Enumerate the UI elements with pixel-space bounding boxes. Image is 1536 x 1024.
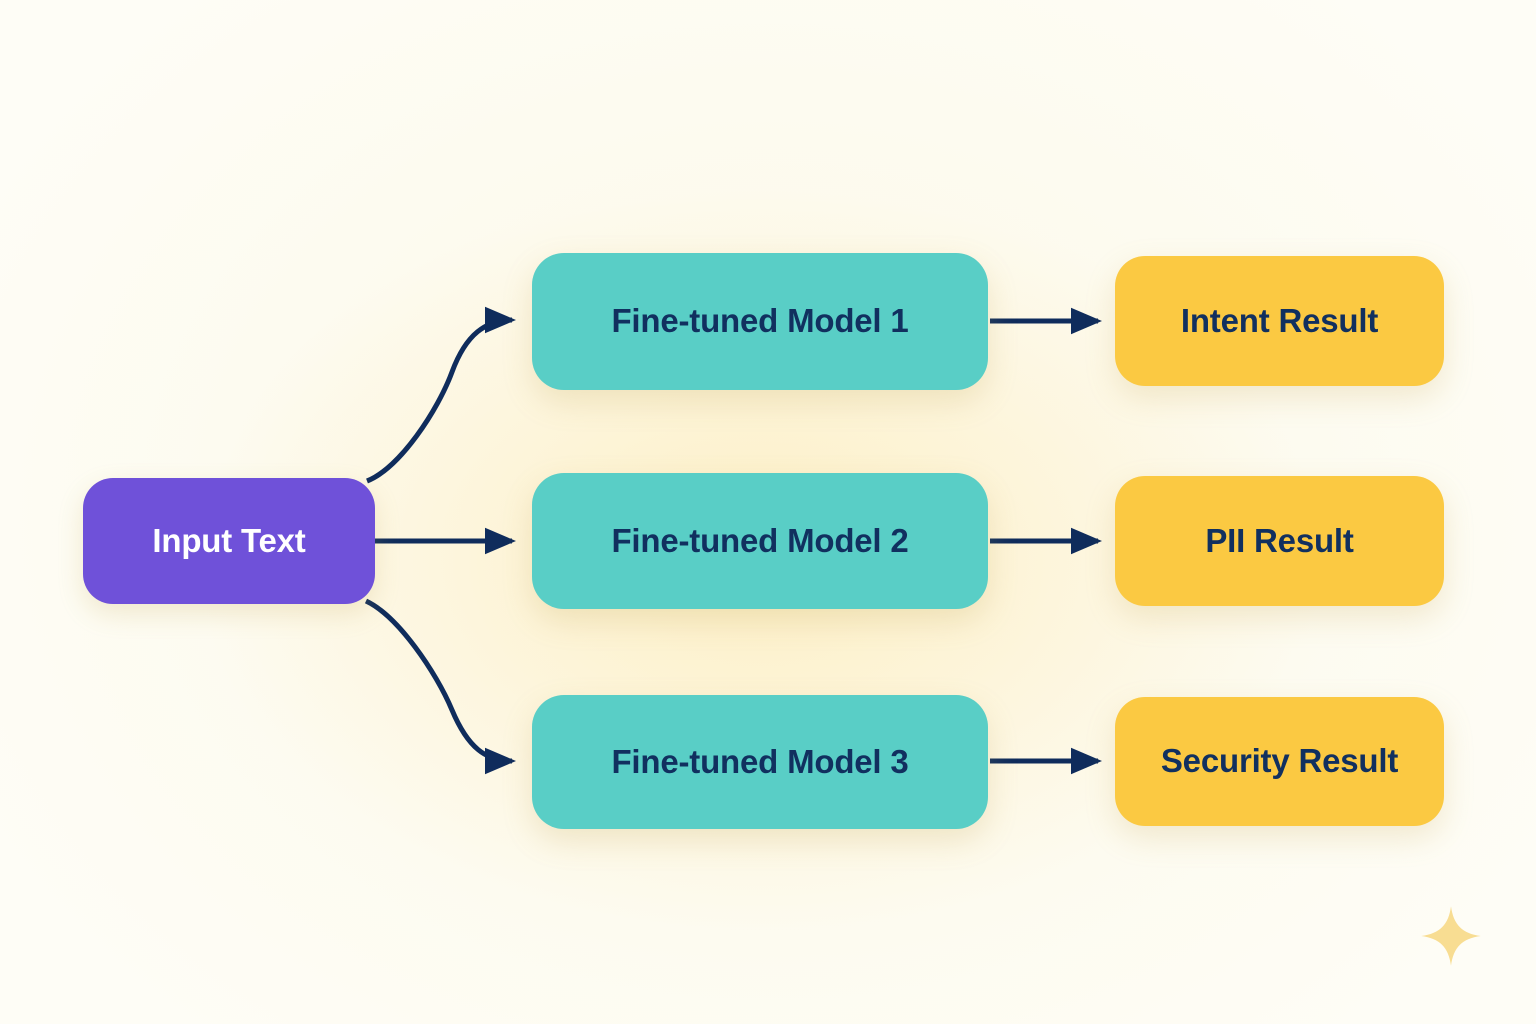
node-fine-tuned-model-1-label: Fine-tuned Model 1	[611, 302, 909, 340]
node-pii-result[interactable]: PII Result	[1115, 476, 1444, 606]
node-input-text-label: Input Text	[152, 521, 306, 559]
node-intent-result[interactable]: Intent Result	[1115, 256, 1444, 386]
sparkle-icon	[1421, 906, 1481, 966]
node-fine-tuned-model-3[interactable]: Fine-tuned Model 3	[532, 695, 988, 829]
node-pii-result-label: PII Result	[1205, 521, 1354, 559]
node-security-result[interactable]: Security Result	[1115, 697, 1444, 826]
node-intent-result-label: Intent Result	[1180, 301, 1379, 339]
node-security-result-label: Security Result	[1160, 742, 1399, 780]
node-fine-tuned-model-2-label: Fine-tuned Model 2	[611, 521, 909, 559]
node-input-text[interactable]: Input Text	[83, 478, 375, 604]
node-fine-tuned-model-2[interactable]: Fine-tuned Model 2	[532, 473, 988, 609]
node-fine-tuned-model-3-label: Fine-tuned Model 3	[611, 742, 909, 780]
node-fine-tuned-model-1[interactable]: Fine-tuned Model 1	[532, 253, 988, 390]
